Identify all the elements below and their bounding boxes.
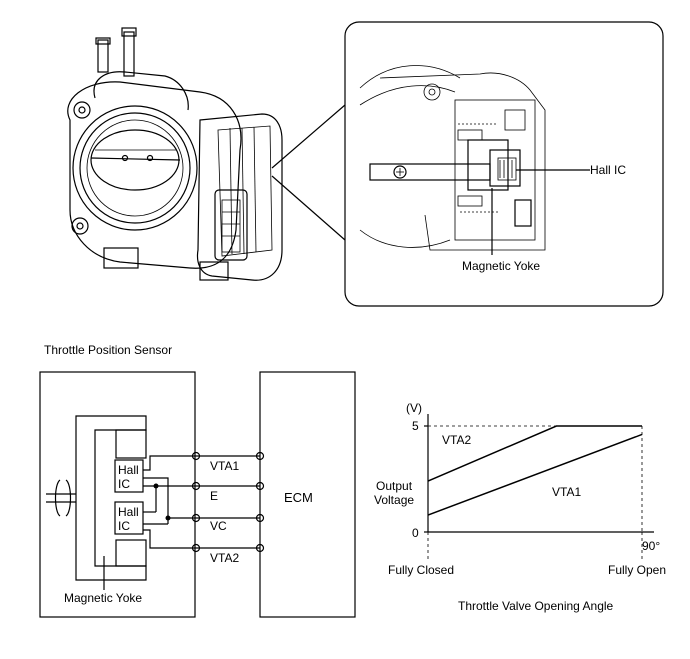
rotor-shaft — [46, 479, 76, 517]
throttle-body-illustration — [67, 27, 283, 281]
series-line-vta2 — [427, 425, 642, 482]
y-unit-label: (V) — [406, 401, 422, 415]
hall-ic-2 — [114, 501, 144, 535]
x-axis-label: Throttle Valve Opening Angle — [458, 599, 614, 613]
y-tick-label-0: 0 — [412, 526, 419, 540]
x-tick-fully-open: Fully Open — [608, 563, 666, 577]
y-label-line2: Voltage — [374, 493, 414, 507]
magnet-upper — [115, 429, 147, 459]
ecm-label: ECM — [284, 490, 313, 505]
hall-ic-1 — [114, 459, 144, 493]
magnetic-yoke-callout-label: Magnetic Yoke — [462, 259, 540, 273]
schematic-title: Throttle Position Sensor — [44, 343, 172, 357]
sensor-box — [39, 371, 196, 618]
series-label-vta2: VTA2 — [442, 433, 471, 447]
callout-line-lower — [271, 175, 346, 241]
yoke-shape — [75, 415, 147, 581]
hall-ic-2-label-line2: IC — [118, 519, 130, 533]
hall-ic-callout-label: Hall IC — [590, 163, 626, 177]
x-tick-extra-90: 90° — [642, 539, 660, 553]
terminal-label-vta2: VTA2 — [210, 551, 239, 565]
terminal-label-vta1: VTA1 — [210, 459, 239, 473]
hall-ic-1-label-line1: Hall — [118, 463, 139, 477]
y-tick-label-5: 5 — [412, 419, 419, 433]
terminal-label-e: E — [210, 489, 218, 503]
magnet-lower — [115, 539, 147, 567]
output-voltage-chart — [424, 414, 654, 560]
series-line-vta1 — [427, 433, 643, 516]
callout-line-upper — [271, 104, 346, 169]
schematic-magnetic-yoke-label: Magnetic Yoke — [64, 591, 142, 605]
y-label-line1: Output — [376, 479, 413, 493]
sensor-wiring — [143, 455, 260, 549]
terminal-label-vc: VC — [210, 519, 227, 533]
x-tick-fully-closed: Fully Closed — [388, 563, 454, 577]
hall-ic-2-label-line1: Hall — [118, 505, 139, 519]
hall-ic-1-label-line2: IC — [118, 477, 130, 491]
ecm-box — [259, 371, 356, 618]
series-label-vta1: VTA1 — [552, 485, 581, 499]
detail-callout-box — [344, 21, 664, 307]
